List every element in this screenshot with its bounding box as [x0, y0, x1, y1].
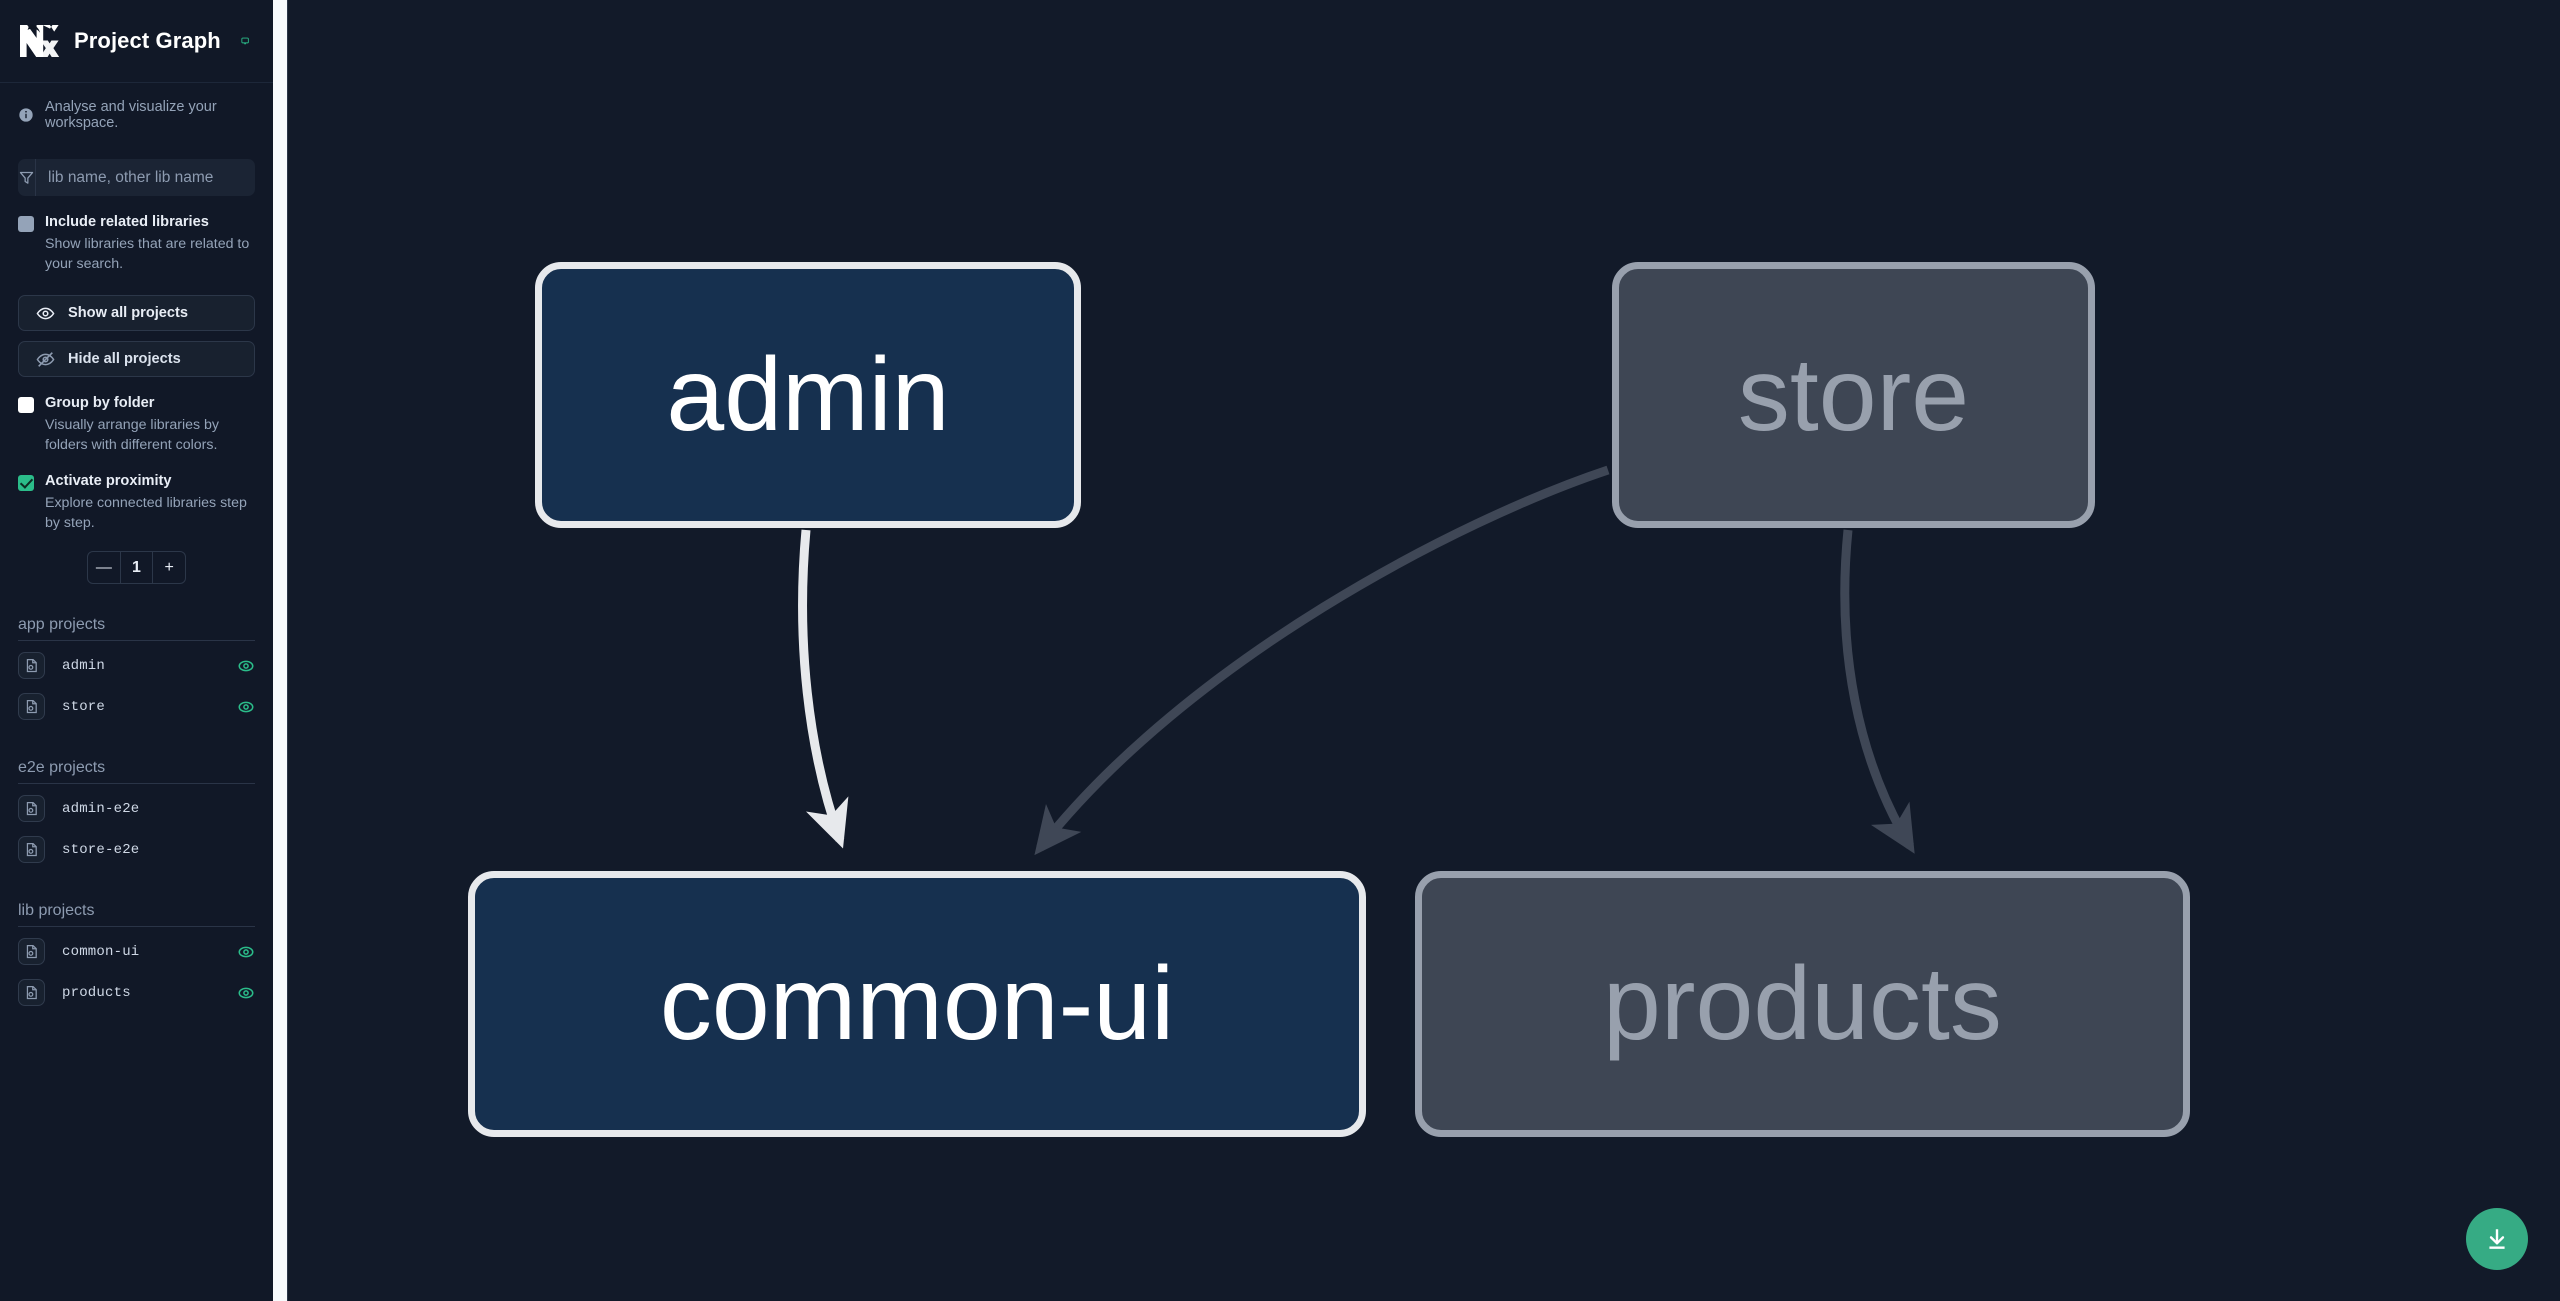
tagline: Analyse and visualize your workspace.: [0, 83, 273, 143]
edge-store-to-products: [1840, 529, 1915, 854]
group-by-folder-row[interactable]: Group by folder Visually arrange librari…: [0, 377, 273, 455]
project-icon-badge: [18, 938, 45, 965]
project-name: admin-e2e: [62, 800, 140, 817]
graph-node-label: admin: [666, 337, 950, 453]
nx-logo-icon: [20, 24, 60, 57]
project-group-title: e2e projects: [18, 759, 106, 776]
edge-admin-to-common-ui: [798, 529, 849, 849]
search-input[interactable]: [36, 159, 255, 196]
hide-all-projects-button[interactable]: Hide all projects: [18, 341, 255, 377]
group-spacer: [0, 727, 273, 759]
project-group-title: app projects: [18, 616, 106, 633]
project-icon-badge: [18, 836, 45, 863]
activate-proximity-description: Explore connected libraries step by step…: [45, 494, 247, 531]
sidebar: Project Graph Analyse and visualize your…: [0, 0, 273, 1301]
eye-off-icon: [36, 351, 55, 367]
eye-icon[interactable]: [237, 943, 255, 961]
project-name: store-e2e: [62, 841, 140, 858]
project-groups: app projects admin store e2e projects ad…: [0, 616, 273, 1013]
project-icon-badge: [18, 652, 45, 679]
file-icon: [26, 944, 37, 959]
activate-proximity-row[interactable]: Activate proximity Explore connected lib…: [0, 455, 273, 533]
group-by-folder-label: Group by folder: [45, 395, 155, 411]
project-icon-badge: [18, 795, 45, 822]
monitor-icon[interactable]: [241, 30, 249, 52]
graph-node-label: store: [1737, 337, 1970, 453]
group-divider: [18, 783, 255, 784]
proximity-decrement-button[interactable]: —: [95, 558, 112, 576]
project-name: admin: [62, 657, 106, 674]
activate-proximity-checkbox[interactable]: [18, 475, 34, 491]
project-group-title: lib projects: [18, 902, 95, 919]
download-graph-button[interactable]: [2466, 1208, 2528, 1270]
project-icon-badge: [18, 693, 45, 720]
file-icon: [26, 801, 37, 816]
edge-store-to-common-ui: [1034, 465, 1610, 856]
project-name: products: [62, 984, 131, 1001]
include-related-libraries-label: Include related libraries: [45, 214, 209, 230]
eye-icon[interactable]: [237, 657, 255, 675]
proximity-value: 1: [119, 552, 154, 583]
graph-node-common-ui[interactable]: common-ui: [468, 871, 1366, 1137]
funnel-icon: [19, 171, 34, 184]
group-by-folder-description: Visually arrange libraries by folders wi…: [45, 416, 220, 453]
project-icon-badge: [18, 979, 45, 1006]
sidebar-resize-handle[interactable]: [273, 0, 288, 1301]
filter-field[interactable]: [18, 159, 255, 196]
graph-node-store[interactable]: store: [1612, 262, 2095, 528]
eye-icon[interactable]: [237, 698, 255, 716]
project-name: store: [62, 698, 106, 715]
download-icon: [2489, 1229, 2505, 1249]
project-list-item[interactable]: store: [0, 686, 273, 727]
hide-all-projects-label: Hide all projects: [68, 351, 181, 367]
sidebar-header: Project Graph: [0, 0, 273, 83]
include-related-libraries-row[interactable]: Include related libraries Show libraries…: [0, 196, 273, 274]
filter-icon-slot: [18, 159, 36, 196]
project-list-item[interactable]: products: [0, 972, 273, 1013]
eye-icon[interactable]: [237, 984, 255, 1002]
graph-edges: [798, 465, 1915, 856]
include-related-libraries-checkbox[interactable]: [18, 216, 34, 232]
file-icon: [26, 699, 37, 714]
group-divider: [18, 926, 255, 927]
graph-node-label: common-ui: [659, 946, 1175, 1062]
activate-proximity-label: Activate proximity: [45, 473, 172, 489]
group-spacer: [0, 870, 273, 902]
group-by-folder-checkbox[interactable]: [18, 397, 34, 413]
project-list-item[interactable]: common-ui: [0, 931, 273, 972]
include-related-libraries-description: Show libraries that are related to your …: [45, 235, 250, 272]
project-list-item[interactable]: admin: [0, 645, 273, 686]
page-title: Project Graph: [74, 28, 221, 53]
show-all-projects-button[interactable]: Show all projects: [18, 295, 255, 331]
tagline-text: Analyse and visualize your workspace.: [45, 99, 217, 131]
graph-node-admin[interactable]: admin: [535, 262, 1081, 528]
file-icon: [26, 658, 37, 673]
proximity-increment-button[interactable]: +: [164, 558, 174, 576]
graph-node-products[interactable]: products: [1415, 871, 2190, 1137]
file-icon: [26, 985, 37, 1000]
project-list-item[interactable]: admin-e2e: [0, 788, 273, 829]
eye-icon: [36, 307, 55, 319]
show-all-projects-label: Show all projects: [68, 305, 189, 321]
project-list-item[interactable]: store-e2e: [0, 829, 273, 870]
proximity-stepper[interactable]: — 1 +: [87, 551, 186, 584]
file-icon: [26, 842, 37, 857]
graph-canvas[interactable]: admin store common-ui products: [288, 0, 2560, 1301]
group-divider: [18, 640, 255, 641]
info-icon: [19, 108, 33, 122]
project-name: common-ui: [62, 943, 140, 960]
graph-node-label: products: [1603, 946, 2002, 1062]
